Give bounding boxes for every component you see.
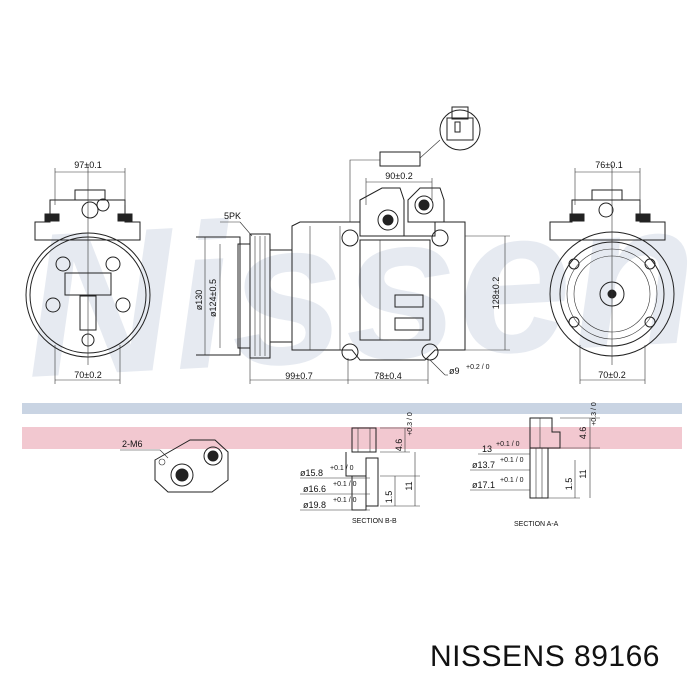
dim-side-top: 90±0.2 bbox=[385, 171, 412, 181]
dim-side-99: 99±0.7 bbox=[285, 371, 312, 381]
dim-b-d3-tol: +0.1 / 0 bbox=[333, 497, 357, 504]
dim-side-height: 128±0.2 bbox=[491, 277, 501, 309]
dim-a-d2-tol: +0.1 / 0 bbox=[500, 477, 524, 484]
dim-diam-130: ø130 bbox=[194, 290, 204, 311]
section-b-b bbox=[300, 427, 420, 511]
dim-b-h3: 11 bbox=[404, 481, 414, 490]
dim-hole-tol: +0.2 / 0 bbox=[466, 364, 490, 371]
label-5pk: 5PK bbox=[224, 211, 241, 221]
dim-right-bottom: 70±0.2 bbox=[598, 370, 625, 380]
dim-left-top: 97±0.1 bbox=[74, 160, 101, 170]
dim-a-h1: 4.6 bbox=[578, 427, 588, 440]
dim-side-78: 78±0.4 bbox=[374, 371, 401, 381]
dim-a-h2: 1.5 bbox=[564, 478, 574, 491]
dim-a-w-tol: +0.1 / 0 bbox=[496, 441, 520, 448]
dim-diam-124: ø124±0.5 bbox=[208, 279, 218, 317]
dim-a-d2: ø17.1 bbox=[472, 480, 495, 490]
section-b-label: SECTION B-B bbox=[352, 518, 397, 525]
front-view-left bbox=[25, 165, 151, 384]
dim-a-h3: 11 bbox=[578, 469, 588, 478]
side-view bbox=[196, 106, 510, 384]
dim-b-d2: ø16.6 bbox=[303, 484, 326, 494]
section-a-label: SECTION A-A bbox=[514, 521, 559, 528]
dim-a-d1: ø13.7 bbox=[472, 460, 495, 470]
brand-part-number: NISSENS 89166 bbox=[430, 640, 660, 673]
dim-a-d1-tol: +0.1 / 0 bbox=[500, 457, 524, 464]
watermark: Nissens bbox=[19, 151, 700, 421]
dim-b-d2-tol: +0.1 / 0 bbox=[333, 481, 357, 488]
label-2-m6: 2-M6 bbox=[122, 439, 143, 449]
dim-b-d1: ø15.8 bbox=[300, 468, 323, 478]
dim-b-h1-tol: +0.3 / 0 bbox=[407, 412, 414, 436]
back-view-right bbox=[549, 165, 675, 384]
dim-b-d3: ø19.8 bbox=[303, 500, 326, 510]
dim-left-bottom: 70±0.2 bbox=[74, 370, 101, 380]
flange-detail bbox=[120, 439, 229, 493]
dim-b-h1: 4.6 bbox=[394, 439, 404, 452]
stripe-blue bbox=[22, 403, 682, 414]
dim-b-d1-tol: +0.1 / 0 bbox=[330, 465, 354, 472]
dim-a-w: 13 bbox=[482, 444, 492, 454]
dim-right-top: 76±0.1 bbox=[595, 160, 622, 170]
dim-a-h1-tol: +0.3 / 0 bbox=[591, 402, 598, 426]
section-a-a bbox=[470, 417, 600, 499]
dim-hole: ø9 bbox=[449, 366, 460, 376]
dim-b-h2: 1.5 bbox=[384, 491, 394, 504]
